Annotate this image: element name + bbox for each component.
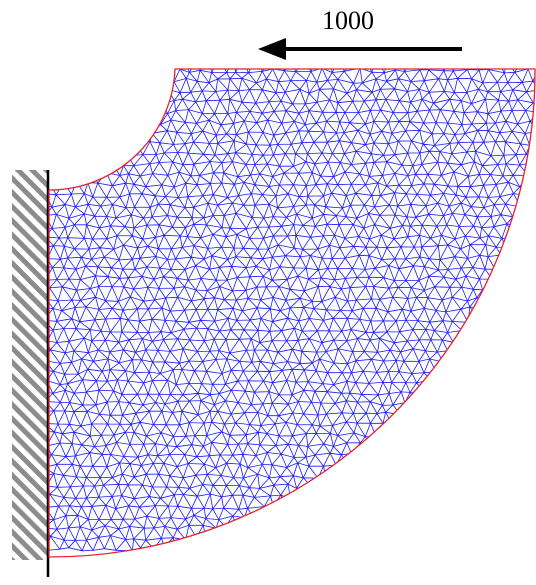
load-arrow	[258, 38, 462, 60]
mesh	[38, 58, 536, 551]
wall-hatch	[12, 170, 47, 560]
load-magnitude-label: 1000	[322, 6, 374, 36]
load-arrow-head	[258, 38, 286, 60]
mesh-triangles	[38, 58, 536, 551]
wall-support	[12, 170, 48, 577]
